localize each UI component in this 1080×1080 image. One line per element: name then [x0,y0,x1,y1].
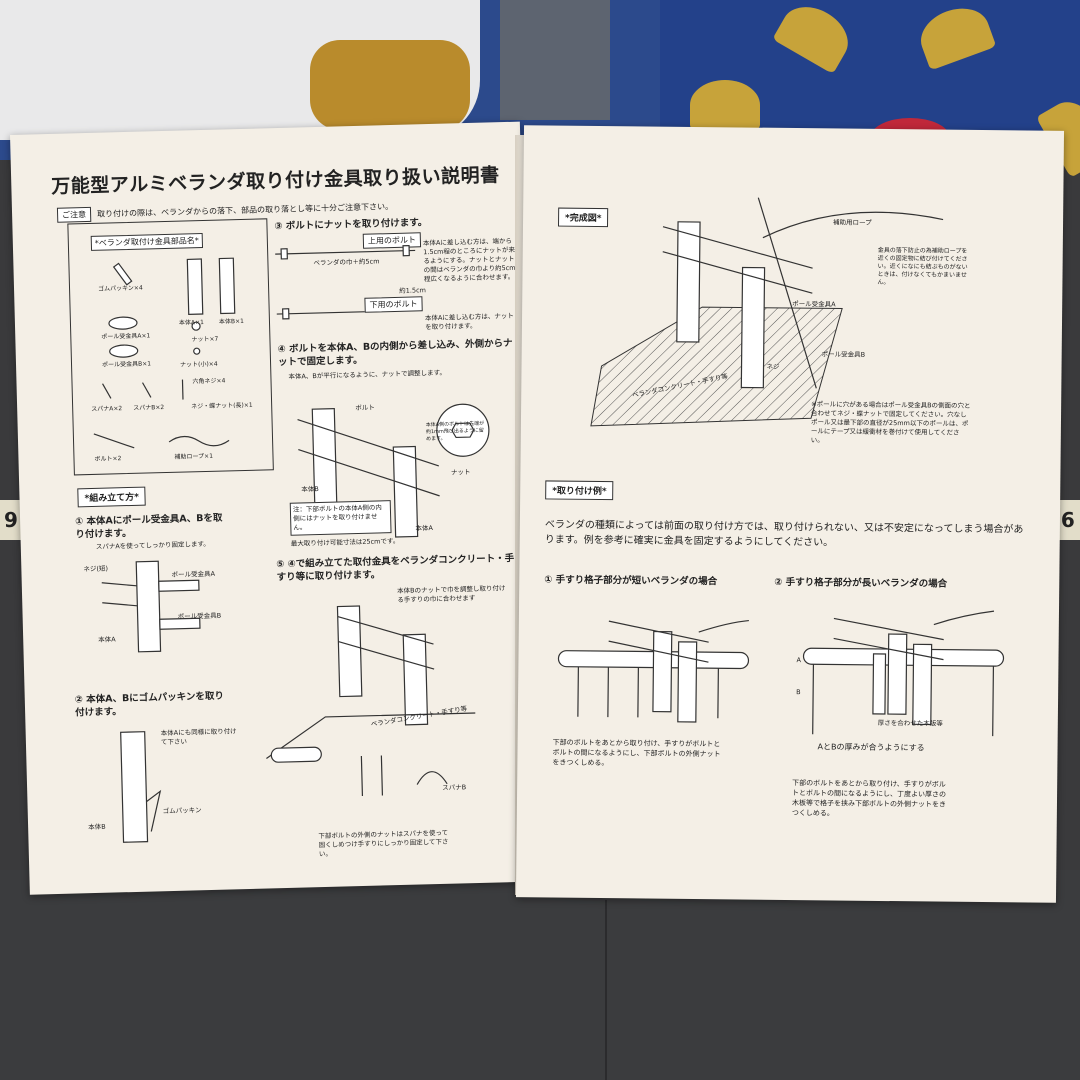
step2-title: ② 本体A、Bにゴムパッキンを取り付けます。 [74,690,225,719]
step3-width-label: ベランダの巾＋約5cm [313,257,380,268]
part-label: ナット×7 [191,335,219,344]
assembly-heading: *組み立て方* [77,486,147,508]
part-label: スパナB×2 [133,404,165,412]
completed-diagram [590,197,944,427]
step4-circle-note: 本体A側のボルトは先端が約1mm飛び出るように留めます。 [425,420,485,443]
caution-text: 取り付けの際は、ベランダからの落下、部品の取り落とし等に十分ご注意下さい。 [96,202,394,219]
case2-ab-label: AとBの厚みが合うようにする [817,742,925,753]
step4-note: 本体A、Bが平行になるように、ナットで調整します。 [288,368,447,381]
step5-spanner-label: スパナB [442,783,467,792]
case1-diagram [557,619,750,723]
part-label: ボルト×2 [94,455,122,463]
parts-drawing [93,257,236,449]
part-label: 補助ロープ×1 [174,452,214,461]
floor-seam [605,900,607,1080]
step3-note-b: 本体Aに差し込む方は、ナットを取り付けます。 [424,311,514,332]
step5-title: ⑤ ④で組み立てた取付金具をベランダコンクリート・手すり等に取り付けます。 [276,552,515,584]
step3-lower-tag: 下用のボルト [364,296,423,313]
tape-number-left: 9 [4,508,18,532]
step4-label: ボルト [355,403,375,413]
part-label: ポール受金具B×1 [101,360,152,369]
step2-label: ゴムパッキン [162,806,202,816]
instruction-right-page: *完成図* 補助用ロープ 金具の落下防止の為補助ロープを近くの固定物に結び付けて… [515,125,1065,903]
pole-b-label: ポール受金具B [821,350,866,359]
step4-title: ④ ボルトを本体A、Bの内側から差し込み、外側からナットで固定します。 [277,337,513,369]
step1-label: ポール受金具B [177,611,222,621]
parts-list-box: *ベランダ取付け金具部品名* ゴムパッキン×4 本体A×1 本体B×1 ポール受… [67,218,274,476]
step5-bottom-note: 下部ボルトの外側のナットはスパナを使って固くしめつけ手すりにしっかり固定して下さ… [318,828,449,859]
pole-a-label: ポール受金具A [792,300,836,309]
screw-label: ネジ [766,362,780,371]
instruction-left-page: 万能型アルミベランダ取り付け金具取り扱い説明書 ご注意 取り付けの際は、ベランダ… [10,121,540,895]
step3-title: ③ ボルトにナットを取り付けます。 [274,217,428,233]
step3-note-a: 本体Aに差し込む方は、端から1.5cm程のところにナットが来るようにする。ナット… [422,236,516,284]
rope-note: 金具の落下防止の為補助ロープを近くの固定物に結び付けてください。近くになにも結ぶ… [877,246,968,287]
metal-rack [500,0,610,120]
patterned-fabric [310,40,470,130]
example-text: ベランダの種類によっては前面の取り付け方では、取り付けられない、又は不安定になっ… [544,519,1024,549]
case1-title: ① 手すり格子部分が短いベランダの場合 [544,574,718,588]
step4-label: 本体B [301,485,319,494]
step4-max: 最大取り付け可能寸法は25cmです。 [290,536,400,548]
step2-diagram [120,731,162,843]
page-title: 万能型アルミベランダ取り付け金具取り扱い説明書 [51,164,500,198]
part-label: 本体B×1 [218,317,245,326]
label-a: A [796,656,801,665]
floor [0,870,1080,1080]
step4-warning: 注：下部ボルトの本体A側の内側にはナットを取り付けません。 [289,500,392,536]
part-label: ナット(小)×4 [179,360,218,369]
pole-note: ※ポールに穴がある場合はポール受金具Bの側面の穴と合わせてネジ・蝶ナットで固定し… [810,400,971,445]
step1-label: 本体A [98,635,116,644]
case2-text: 下部のボルトをあとから取り付け、手すりがボルトとボルトの間になるようにし、丁度よ… [791,779,947,818]
step4-diagram [297,403,490,538]
part-label: 六角ネジ×4 [192,377,226,386]
part-label: 本体A×1 [178,318,205,327]
case2-title: ② 手すり格子部分が長いベランダの場合 [774,576,948,590]
part-label: ゴムパッキン×4 [97,284,143,293]
case1-text: 下部のボルトをあとから取り付け、手すりがボルトとボルトの間になるようにし、下部ボ… [552,738,721,768]
part-label: ポール受金具A×1 [101,332,151,341]
step4-label: ナット [450,468,471,477]
step3-mm-label: 約1.5cm [399,286,427,295]
case2-board-label: 厚さを合わせた木版等 [877,718,943,728]
rope-label: 補助用ロープ [833,218,872,227]
case2-diagram [802,610,1005,737]
step2-label: 本体B [88,822,106,832]
part-label: スパナA×2 [91,405,123,413]
step1-diagram [101,560,201,653]
step4-label: 本体A [415,524,433,533]
label-b: B [796,688,801,697]
caution-tag: ご注意 [56,206,92,223]
example-heading: *取り付け例* [545,480,614,501]
step1-title: ① 本体Aにポール受金具A、Bを取り付けます。 [75,512,223,541]
step5-diagram [266,605,476,797]
step1-label: ネジ(短) [83,564,109,574]
step1-label: ポール受金具A [171,569,216,579]
